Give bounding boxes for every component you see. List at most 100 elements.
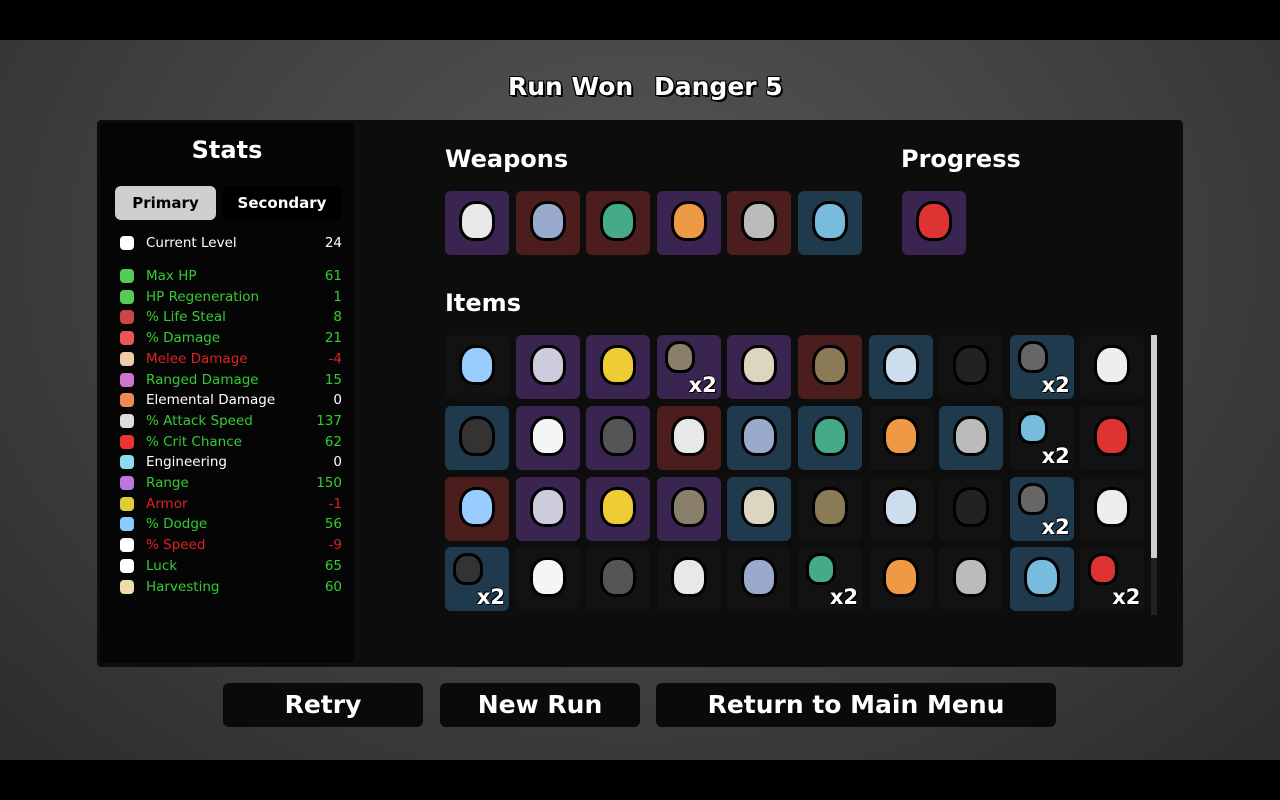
mortar-icon: [600, 415, 637, 456]
worm-icon: [1023, 557, 1060, 598]
item-count: x2: [1041, 514, 1070, 539]
item-slot[interactable]: [727, 547, 792, 612]
stat-value: 24: [324, 235, 342, 251]
item-slot[interactable]: [656, 405, 721, 470]
turret-icon: [529, 557, 566, 598]
stat-value: 21: [324, 330, 342, 347]
item-count: x2: [688, 373, 717, 397]
run-result: Run Won: [508, 72, 634, 101]
item-slot[interactable]: [586, 335, 651, 399]
item-slot[interactable]: [515, 547, 580, 612]
stat-value: 65: [324, 557, 342, 574]
revolver-icon: [670, 201, 707, 241]
item-slot[interactable]: x2: [656, 335, 721, 399]
binoculars-icon: [459, 486, 495, 527]
item-slot[interactable]: [939, 547, 1004, 612]
wheat-icon: [120, 579, 134, 594]
weapons-title: Weapons: [445, 145, 569, 173]
item-slot[interactable]: [586, 476, 651, 541]
stat-label: % Speed: [146, 537, 206, 554]
item-slot[interactable]: x2: [1009, 405, 1074, 470]
level-icon: [120, 236, 134, 250]
item-slot[interactable]: x2: [798, 547, 862, 612]
item-slot[interactable]: x2: [445, 547, 509, 612]
weapon-slot[interactable]: [515, 191, 580, 255]
stat-row: % Damage 21: [116, 328, 342, 348]
tab-primary[interactable]: Primary: [115, 186, 216, 220]
weapon-slot[interactable]: [586, 191, 651, 255]
item-slot[interactable]: [727, 476, 792, 541]
weapon-slot[interactable]: [798, 191, 862, 255]
item-slot[interactable]: [656, 476, 721, 541]
crit-icon: [120, 434, 134, 449]
creature-icon: [529, 486, 566, 527]
minigun-icon: [600, 201, 637, 241]
stat-value: -1: [328, 495, 342, 512]
progress-slot[interactable]: [902, 191, 966, 255]
item-slot[interactable]: [1080, 405, 1145, 470]
scrollbar-thumb[interactable]: [1151, 335, 1157, 558]
stat-value: 1: [333, 288, 342, 305]
item-slot[interactable]: [939, 335, 1004, 399]
stat-value: 0: [333, 392, 342, 409]
item-count: x2: [829, 585, 858, 610]
item-slot[interactable]: [868, 335, 933, 399]
item-slot[interactable]: [445, 476, 509, 541]
pillow-icon: [812, 415, 848, 456]
item-count: x2: [1041, 443, 1070, 468]
stat-value: -9: [328, 537, 342, 554]
item-slot[interactable]: [868, 405, 933, 470]
item-slot[interactable]: [868, 476, 933, 541]
shield-icon: [120, 496, 134, 511]
item-slot[interactable]: [939, 405, 1004, 470]
item-slot[interactable]: [656, 547, 721, 612]
new-run-button[interactable]: New Run: [440, 683, 640, 727]
item-slot[interactable]: [515, 476, 580, 541]
weapon-slot[interactable]: [445, 191, 509, 255]
item-slot[interactable]: [1080, 335, 1145, 399]
main-menu-button[interactable]: Return to Main Menu: [656, 683, 1056, 727]
item-slot[interactable]: [515, 335, 580, 399]
stat-row: Armor-1: [116, 494, 342, 514]
laser-gun-icon: [916, 201, 952, 241]
item-slot[interactable]: x2: [1009, 476, 1074, 541]
item-slot[interactable]: [727, 405, 792, 470]
item-slot[interactable]: [586, 547, 651, 612]
items-scrollbar[interactable]: [1151, 335, 1157, 615]
item-slot[interactable]: x2: [1009, 335, 1074, 399]
stat-label: % Life Steal: [146, 309, 226, 326]
duck-icon: [1094, 345, 1131, 385]
item-slot[interactable]: [586, 405, 651, 470]
stat-label: Max HP: [146, 268, 197, 284]
toy-icon: [1017, 341, 1048, 373]
item-slot[interactable]: [1080, 476, 1145, 541]
item-slot[interactable]: x2: [1080, 547, 1145, 612]
item-slot[interactable]: [798, 405, 862, 470]
item-slot[interactable]: [868, 547, 933, 612]
item-slot[interactable]: [445, 405, 509, 470]
dodge-icon: [120, 517, 134, 532]
stat-label: % Damage: [146, 330, 221, 347]
item-slot[interactable]: [515, 405, 580, 470]
tardigrade-icon: [529, 415, 566, 456]
tab-secondary[interactable]: Secondary: [222, 186, 342, 220]
stat-value: 137: [316, 412, 342, 429]
weapon-slot[interactable]: [727, 191, 792, 255]
item-slot[interactable]: [1009, 547, 1074, 612]
item-slot[interactable]: [939, 476, 1004, 541]
item-slot[interactable]: [798, 476, 862, 541]
spirit-icon: [1094, 486, 1131, 527]
letterbox-top: [0, 0, 1280, 40]
item-slot[interactable]: [798, 335, 862, 399]
item-slot[interactable]: [727, 335, 792, 399]
item-slot[interactable]: [445, 335, 509, 399]
weapon-slot[interactable]: [656, 191, 721, 255]
retry-button[interactable]: Retry: [223, 683, 423, 727]
stat-label: Range: [146, 475, 189, 491]
